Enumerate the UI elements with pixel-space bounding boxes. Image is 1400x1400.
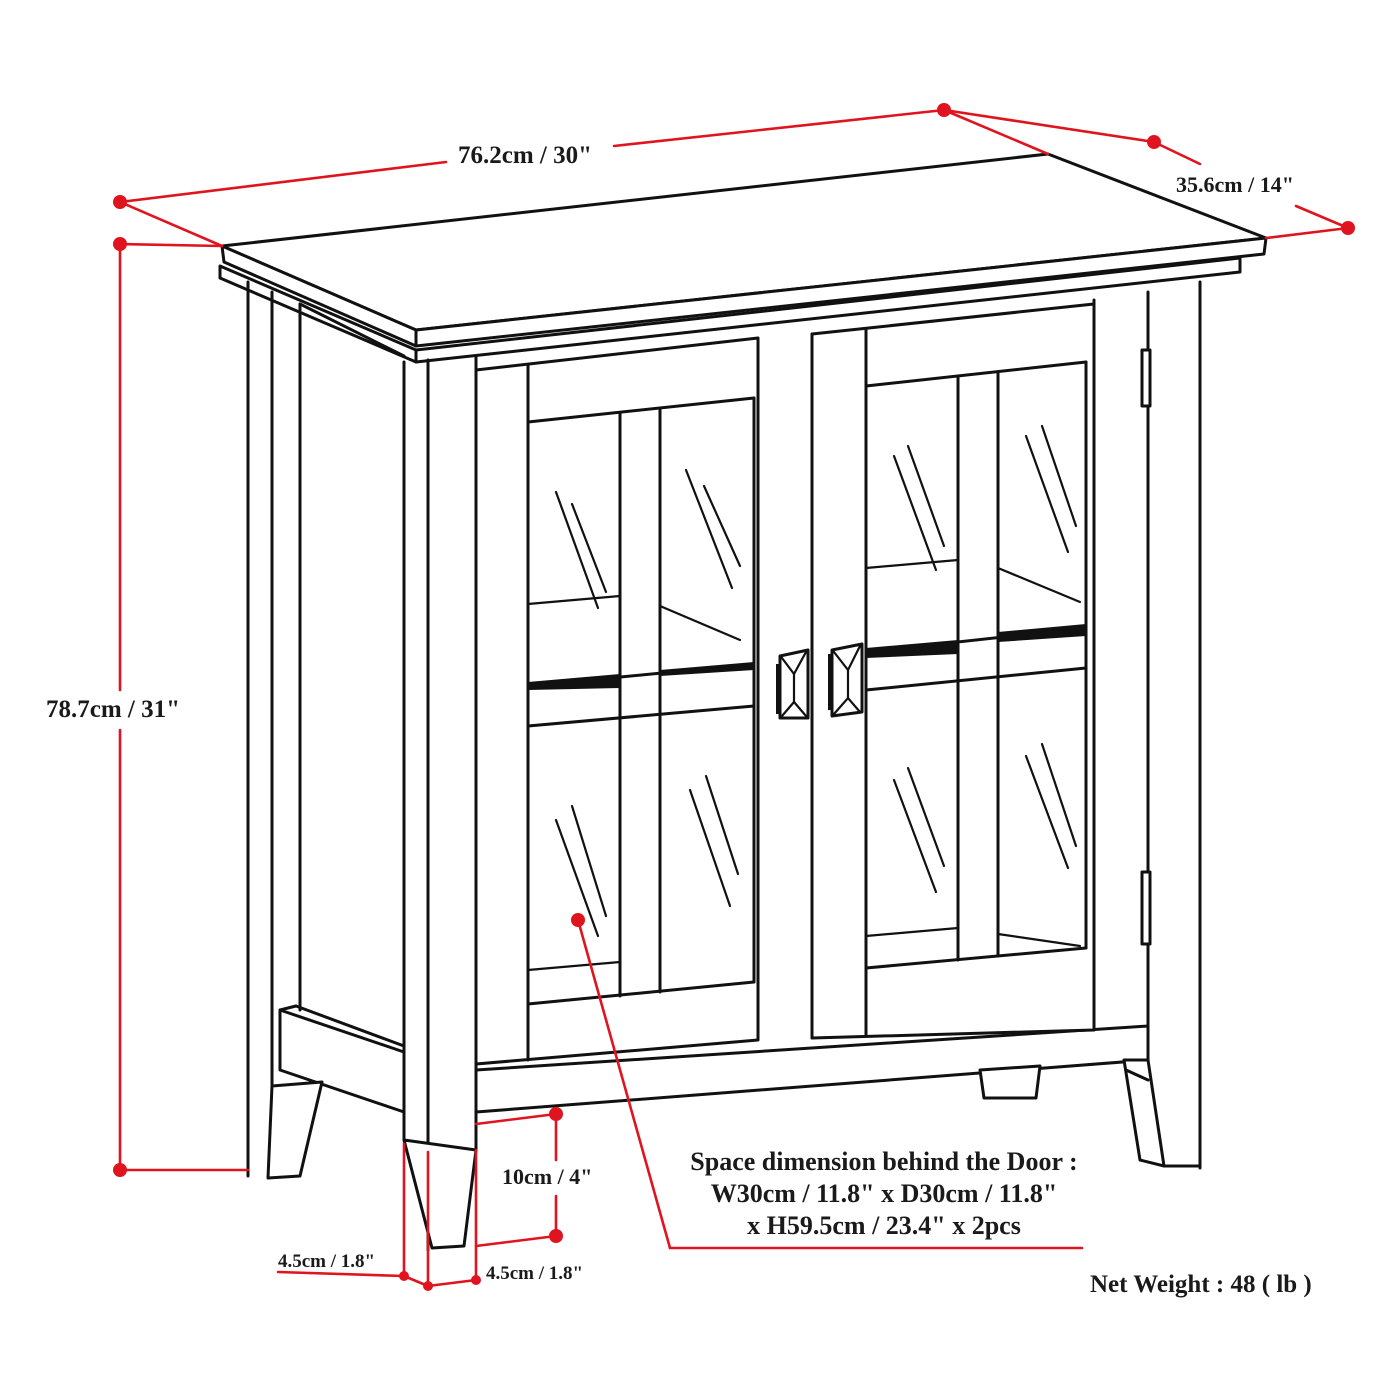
height-dimension-label: 78.7cm / 31" <box>46 696 180 723</box>
leg-width-right-label: 4.5cm / 1.8" <box>486 1263 584 1284</box>
interior-space-note: Space dimension behind the Door : W30cm … <box>676 1146 1092 1242</box>
cabinet-top <box>218 152 1268 364</box>
door-handles <box>776 642 864 720</box>
left-door-handle <box>776 648 810 720</box>
interior-note-line-2: W30cm / 11.8" x D30cm / 11.8" <box>710 1179 1058 1208</box>
left-door <box>474 332 814 1066</box>
right-door-handle <box>828 642 864 718</box>
cabinet-left-side <box>246 280 478 1252</box>
width-dimension-label: 76.2cm / 30" <box>458 142 592 169</box>
leg-width-left-label: 4.5cm / 1.8" <box>278 1251 376 1272</box>
leg-clearance-label: 10cm / 4" <box>502 1164 593 1189</box>
dimension-lines <box>113 103 1355 1291</box>
interior-note-line-3: x H59.5cm / 23.4" x 2pcs <box>747 1211 1021 1240</box>
right-door <box>810 302 1096 1040</box>
net-weight-label: Net Weight : 48 ( lb ) <box>1090 1271 1312 1298</box>
interior-note-line-1: Space dimension behind the Door : <box>690 1147 1078 1176</box>
depth-dimension-label: 35.6cm / 14" <box>1176 172 1294 197</box>
